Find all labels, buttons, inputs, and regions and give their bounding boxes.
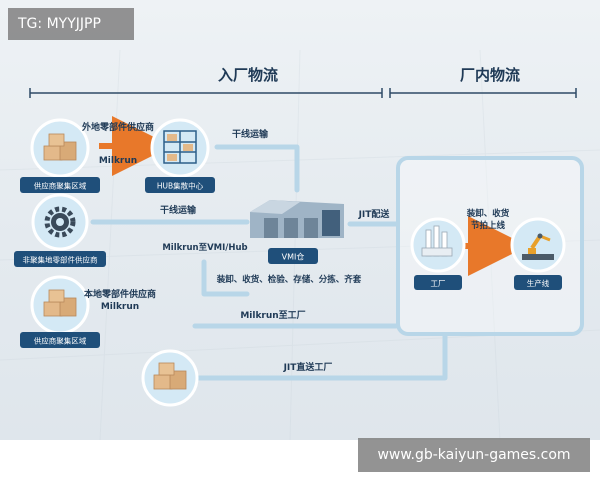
- label-hub: HUB集散中心: [157, 181, 204, 191]
- boxes-icon: [153, 362, 187, 390]
- bracket-inplant: [389, 88, 577, 98]
- node-production-line: 生产线: [510, 217, 566, 290]
- text-jit-delivery: JIT配送: [358, 208, 391, 220]
- node-bottom-boxes: [141, 349, 199, 407]
- text-trunk-2: 干线运输: [160, 204, 197, 216]
- label-factory: 工厂: [431, 279, 446, 288]
- heading-inplant: 厂内物流: [460, 66, 520, 84]
- text-milkrun-factory: Milkrun至工厂: [240, 310, 305, 321]
- text-remote-parts: 外地零部件供应商: [81, 121, 154, 133]
- flow-milkrun-vmi-hub: [201, 259, 250, 297]
- node-factory: 工厂: [410, 217, 466, 290]
- label-nonclustered: 非聚集地零部件供应商: [23, 255, 98, 265]
- text-milkrun-1: Milkrun: [99, 156, 137, 166]
- bracket-inbound: [29, 88, 383, 98]
- heading-inbound: 入厂物流: [218, 66, 278, 84]
- node-hub: HUB集散中心: [145, 118, 215, 193]
- node-supplier-cluster-1: 供应商聚集区域: [20, 118, 100, 193]
- text-unload-1: 装卸、收货: [466, 208, 510, 219]
- node-nonclustered: 非聚集地零部件供应商: [14, 193, 106, 267]
- flow-hub-to-vmi: [214, 144, 300, 193]
- watermark-bottom: www.gb-kaiyun-games.com: [358, 438, 590, 472]
- label-supplier-cluster-2: 供应商聚集区域: [34, 336, 87, 346]
- boxes-icon: [43, 133, 77, 161]
- flow-lines: [90, 144, 448, 381]
- text-vmi-ops: 装卸、收货、检验、存储、分拣、齐套: [216, 274, 362, 285]
- robot-arm-icon: [522, 233, 554, 260]
- label-vmi: VMI仓: [282, 252, 305, 262]
- node-supplier-cluster-2: 供应商聚集区域: [20, 275, 100, 348]
- watermark-top: TG: MYYJJPP: [8, 8, 134, 40]
- text-jit-direct: JIT直送工厂: [283, 361, 333, 373]
- text-unload-2: 节拍上线: [471, 220, 506, 231]
- text-trunk-1: 干线运输: [232, 128, 269, 140]
- label-supplier-cluster-1: 供应商聚集区域: [34, 181, 87, 191]
- warehouse-icon: [250, 200, 344, 238]
- node-vmi: VMI仓: [250, 200, 344, 264]
- shelf-icon: [163, 130, 197, 164]
- diagram-canvas: 入厂物流 厂内物流: [0, 0, 600, 441]
- text-local-parts: 本地零部件供应商: [84, 288, 156, 300]
- text-milkrun-2: Milkrun: [101, 302, 139, 312]
- logistics-diagram: 入厂物流 厂内物流: [0, 49, 600, 441]
- label-production-line: 生产线: [527, 278, 550, 288]
- gear-icon: [44, 206, 76, 238]
- boxes-icon: [43, 289, 77, 317]
- text-milkrun-vmi-hub: Milkrun至VMI/Hub: [162, 243, 247, 253]
- flow-jit-direct: [192, 333, 448, 381]
- factory-icon: [421, 225, 453, 257]
